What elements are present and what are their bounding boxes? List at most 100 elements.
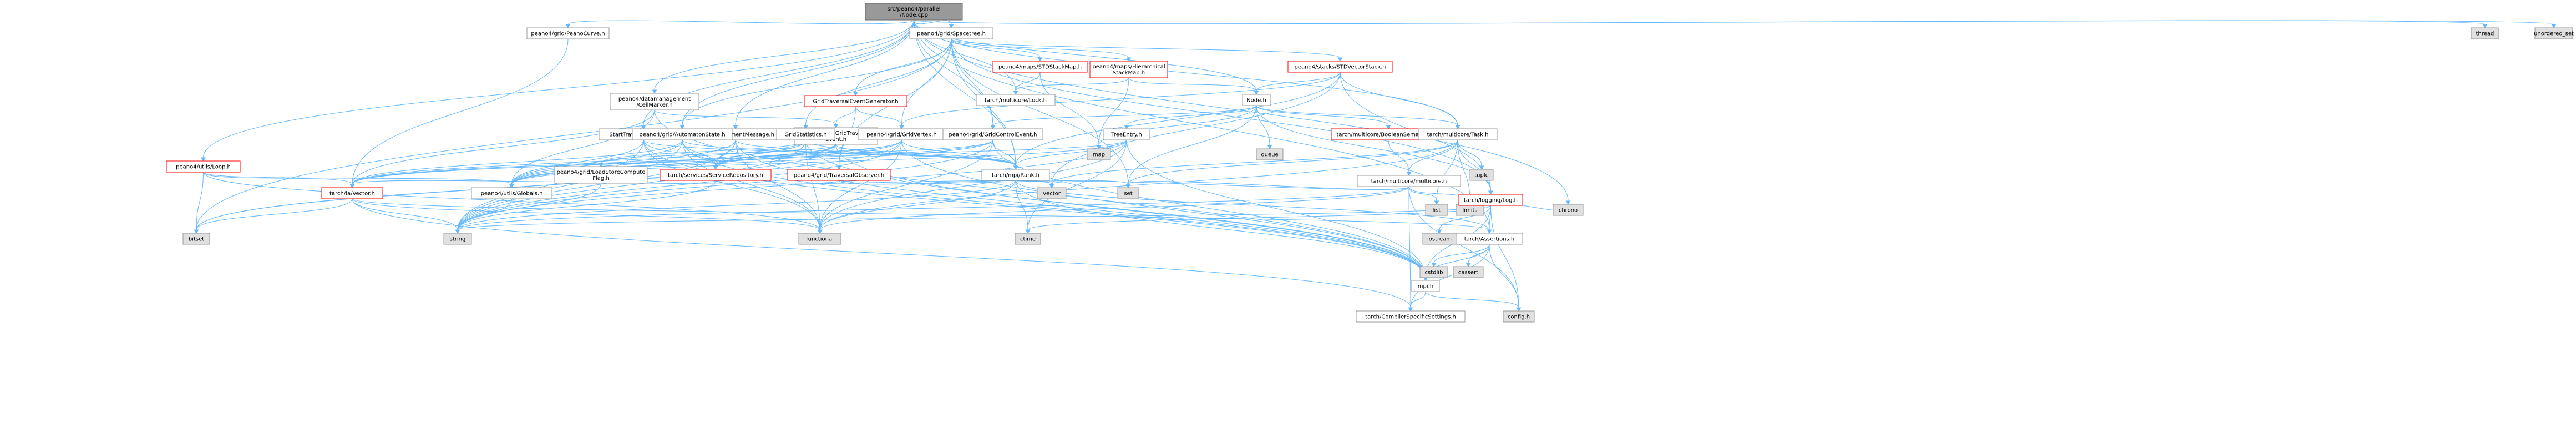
node-label: tarch/CompilerSpecificSettings.h: [1365, 314, 1456, 320]
node-label: unordered_set: [2534, 31, 2574, 37]
edge-lavector-to-functional: [352, 198, 823, 234]
node-cstdlib: cstdlib: [1419, 266, 1448, 278]
edge-gridstats-to-mpih: [805, 139, 1428, 281]
node-label: string: [450, 237, 466, 243]
edge-root-to-treemgmt: [733, 19, 914, 129]
node-label: src/peano4/parallel: [888, 6, 941, 12]
node-traversalobs[interactable]: peano4/grid/TraversalObserver.h: [787, 169, 891, 181]
edge-node-to-treeentry: [1124, 105, 1257, 129]
node-spacetree[interactable]: peano4/grid/Spacetree.h: [909, 27, 993, 39]
node-label: /CellMarker.h: [636, 102, 672, 108]
edge-mpih-to-compilerspec: [1408, 291, 1426, 312]
node-queue: queue: [1256, 148, 1284, 160]
edge-logging-to-iostream: [1437, 205, 1491, 234]
dependency-edges: [194, 19, 2557, 312]
edge-root-to-task: [914, 19, 1461, 129]
edge-spacetree-to-stdvectorstack: [951, 38, 1343, 62]
node-gridvertex[interactable]: peano4/grid/GridVertex.h: [858, 128, 945, 140]
node-rank[interactable]: tarch/mpi/Rank.h: [981, 169, 1050, 181]
node-vector: vector: [1037, 187, 1067, 199]
node-cassert: cassert: [1453, 266, 1484, 278]
node-label: tarch/logging/Log.h: [1464, 198, 1518, 204]
edge-node-to-task: [1256, 105, 1461, 129]
node-label: peano4/grid/GridVertex.h: [866, 132, 936, 138]
node-servicerepo[interactable]: tarch/services/ServiceRepository.h: [660, 169, 772, 181]
edge-hierstackmap-to-multicorelock: [1013, 77, 1129, 95]
edge-peanoloop-to-lavector: [203, 172, 355, 188]
node-label: tuple: [1474, 173, 1489, 179]
node-compilerspec[interactable]: tarch/CompilerSpecificSettings.h: [1356, 310, 1466, 323]
edge-spacetree-to-gridcontrol: [951, 38, 996, 129]
node-iostream: iostream: [1422, 233, 1457, 245]
node-globals[interactable]: peano4/utils/Globals.h: [471, 187, 552, 199]
node-thread: thread: [2471, 27, 2499, 39]
node-assertions[interactable]: tarch/Assertions.h: [1456, 233, 1523, 245]
edge-spacetree-to-stdstackmap: [951, 38, 1043, 62]
edge-stdvectorstack-to-node: [1254, 72, 1341, 95]
node-multicorelock[interactable]: tarch/multicore/Lock.h: [976, 94, 1056, 106]
node-label: TreeEntry.h: [1110, 132, 1142, 138]
edge-gridtravgen-to-gridtravevent: [833, 106, 856, 128]
edge-gridtravgen-to-gridvertex: [855, 106, 904, 129]
edge-multicore-to-functional: [817, 186, 1409, 234]
node-label: tarch/services/ServiceRepository.h: [668, 173, 763, 179]
edge-spacetree-to-gridstats: [803, 38, 952, 129]
node-lavector[interactable]: tarch/la/Vector.h: [321, 187, 383, 199]
node-label: list: [1433, 208, 1441, 214]
node-label: tarch/Assertions.h: [1464, 237, 1515, 243]
node-label: tarch/multicore/Task.h: [1427, 132, 1489, 138]
edge-lavector-to-bitset: [194, 198, 353, 234]
node-node[interactable]: Node.h: [1242, 94, 1271, 106]
edge-boolsem-to-multicore: [1388, 139, 1412, 176]
node-peanoloop[interactable]: peano4/utils/Loop.h: [166, 160, 241, 173]
node-label: queue: [1261, 152, 1278, 158]
node-logging[interactable]: tarch/logging/Log.h: [1458, 194, 1523, 206]
node-label: vector: [1043, 191, 1061, 197]
node-label: cassert: [1458, 270, 1478, 276]
node-functional: functional: [798, 233, 841, 245]
node-peanocurve[interactable]: peano4/grid/PeanoCurve.h: [526, 27, 610, 39]
edge-task-to-tuple: [1457, 139, 1484, 170]
node-root: src/peano4/parallel/Node.cpp: [865, 3, 963, 21]
node-gridtravgen[interactable]: GridTraversalEventGenerator.h: [804, 95, 907, 107]
edge-root-to-peanoloop: [201, 19, 914, 162]
edge-root-to-peanocurve: [565, 19, 914, 28]
node-config: config.h: [1503, 310, 1535, 323]
edge-multicore-to-vector: [1049, 181, 1409, 190]
node-label: tarch/la/Vector.h: [329, 191, 375, 197]
node-cellmarker[interactable]: peano4/datamanagement/CellMarker.h: [610, 93, 699, 110]
node-label: Event.h: [825, 137, 846, 143]
edge-rank-to-mpih: [1015, 180, 1428, 281]
node-automaton[interactable]: peano4/grid/AutomatonState.h: [632, 128, 733, 140]
node-ctime: ctime: [1015, 233, 1041, 245]
edge-multicore-to-list: [1408, 186, 1439, 205]
node-stdvectorstack[interactable]: peano4/stacks/STDVectorStack.h: [1287, 61, 1393, 73]
edge-root-to-spacetree: [914, 19, 954, 28]
node-gridcontrol[interactable]: peano4/grid/GridControlEvent.h: [942, 128, 1043, 140]
node-label: Flag.h: [592, 175, 610, 182]
node-task[interactable]: tarch/multicore/Task.h: [1418, 128, 1498, 140]
node-bitset: bitset: [182, 233, 210, 245]
node-stdstackmap[interactable]: peano4/maps/STDStackMap.h: [992, 61, 1088, 73]
node-label: limits: [1462, 208, 1477, 214]
node-label: config.h: [1508, 314, 1530, 320]
edge-hierstackmap-to-node: [1128, 77, 1259, 95]
edge-stdvectorstack-to-task: [1340, 72, 1461, 129]
node-label: set: [1124, 191, 1132, 197]
edge-multicore-to-compilerspec: [1408, 186, 1413, 312]
node-list: list: [1425, 204, 1448, 216]
node-multicore[interactable]: tarch/multicore/multicore.h: [1357, 175, 1461, 187]
node-mpih[interactable]: mpi.h: [1411, 280, 1440, 292]
node-label: tarch/multicore/Lock.h: [985, 98, 1047, 104]
edge-logging-to-config: [1490, 205, 1522, 312]
node-treeentry[interactable]: TreeEntry.h: [1103, 128, 1150, 140]
edge-root-to-automaton: [680, 19, 914, 129]
edge-root-to-starttraversal: [641, 19, 914, 129]
node-gridstats[interactable]: GridStatistics.h: [776, 128, 835, 140]
node-label: peano4/grid/LoadStoreCompute: [557, 169, 646, 175]
edge-node-to-set: [1125, 105, 1257, 188]
node-label: peano4/utils/Loop.h: [176, 164, 231, 170]
node-boolsem[interactable]: tarch/multicore/BooleanSemaphore.h: [1331, 128, 1446, 140]
